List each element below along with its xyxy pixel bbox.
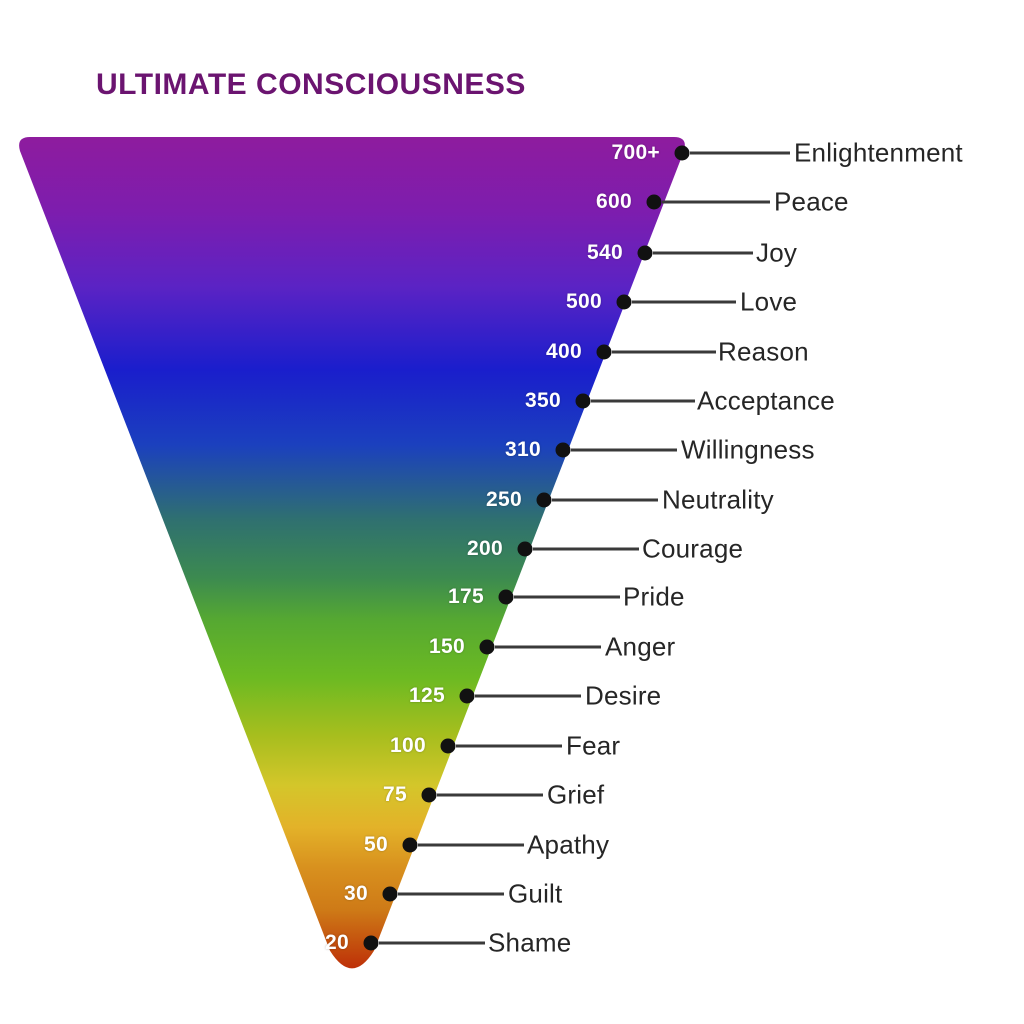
level-label[interactable]: Anger [605, 631, 676, 662]
level-label[interactable]: Shame [488, 927, 572, 958]
level-marker-dot[interactable] [479, 639, 495, 655]
level-value: 150 [429, 635, 465, 658]
level-label[interactable]: Enlightenment [794, 137, 963, 168]
level-marker-dot[interactable] [674, 145, 690, 161]
level-value: 20 [325, 931, 349, 954]
level-label[interactable]: Courage [642, 533, 744, 564]
level-value: 350 [525, 389, 561, 412]
level-value: 75 [383, 783, 407, 806]
level-marker-dot[interactable] [575, 393, 591, 409]
leader-line [437, 793, 543, 797]
level-value: 600 [596, 190, 632, 213]
level-label[interactable]: Pride [623, 581, 685, 612]
level-marker-dot[interactable] [402, 837, 418, 853]
leader-line [533, 547, 639, 551]
page-title: ULTIMATE CONSCIOUSNESS [96, 68, 526, 101]
leader-line [552, 498, 658, 502]
funnel-shape [19, 137, 685, 969]
level-marker-dot[interactable] [616, 294, 632, 310]
level-value: 125 [409, 684, 445, 707]
level-label[interactable]: Apathy [527, 829, 610, 860]
level-label[interactable]: Fear [566, 730, 621, 761]
level-marker-dot[interactable] [363, 935, 379, 951]
level-value: 50 [364, 833, 388, 856]
level-value: 250 [486, 488, 522, 511]
level-label[interactable]: Desire [585, 680, 662, 711]
leader-line [632, 300, 736, 304]
level-value: 310 [505, 438, 541, 461]
leader-line [514, 595, 620, 599]
level-value: 400 [546, 340, 582, 363]
level-label[interactable]: Acceptance [697, 385, 835, 416]
level-marker-dot[interactable] [440, 738, 456, 754]
level-value: 30 [344, 882, 368, 905]
level-marker-dot[interactable] [596, 344, 612, 360]
level-marker-dot[interactable] [536, 492, 552, 508]
level-label[interactable]: Grief [547, 779, 605, 810]
level-label[interactable]: Joy [756, 237, 798, 268]
level-marker-dot[interactable] [646, 194, 662, 210]
level-value: 540 [587, 241, 623, 264]
level-marker-dot[interactable] [555, 442, 571, 458]
level-value: 700+ [611, 141, 660, 164]
level-value: 175 [448, 585, 484, 608]
level-value: 100 [390, 734, 426, 757]
leader-line [571, 448, 677, 452]
leader-line [591, 399, 695, 403]
leader-line [475, 694, 581, 698]
level-marker-dot[interactable] [498, 589, 514, 605]
leader-line [612, 350, 716, 354]
leader-line [495, 645, 601, 649]
leader-line [418, 843, 524, 847]
level-label[interactable]: Reason [718, 336, 809, 367]
level-marker-dot[interactable] [459, 688, 475, 704]
level-label[interactable]: Neutrality [662, 484, 774, 515]
level-label[interactable]: Guilt [508, 878, 563, 909]
leader-line [690, 151, 790, 155]
leader-line [653, 251, 753, 255]
level-marker-dot[interactable] [517, 541, 533, 557]
level-label[interactable]: Love [740, 286, 798, 317]
level-value: 500 [566, 290, 602, 313]
leader-line [456, 744, 562, 748]
level-value: 200 [467, 537, 503, 560]
level-marker-dot[interactable] [637, 245, 653, 261]
leader-line [379, 941, 485, 945]
level-marker-dot[interactable] [421, 787, 437, 803]
level-label[interactable]: Willingness [681, 434, 815, 465]
level-label[interactable]: Peace [774, 186, 849, 217]
leader-line [398, 892, 504, 896]
leader-line [662, 200, 770, 204]
level-marker-dot[interactable] [382, 886, 398, 902]
